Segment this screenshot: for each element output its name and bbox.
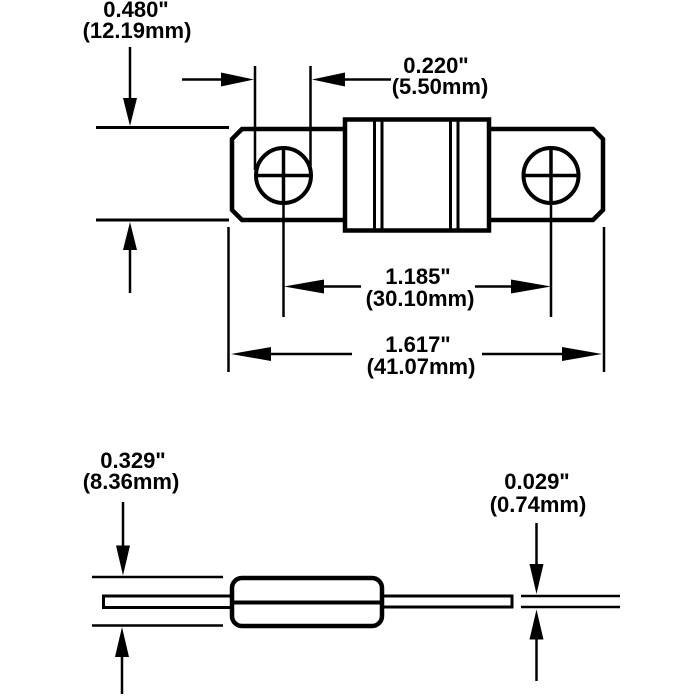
hole-dia-arrow-left-head (221, 72, 254, 87)
hole-spacing-value-mm: (30.10mm) (366, 286, 475, 311)
dim-hole-spacing: 1.185" (30.10mm) (282, 205, 553, 317)
hole-dia-value-in: 0.220" (403, 53, 468, 78)
fuse-body-outline (342, 117, 492, 233)
side-view: 0.329" (8.36mm) 0.029" (0.74mm) (83, 448, 620, 694)
hole-spacing-value-in: 1.185" (385, 264, 450, 289)
overall-length-arrow-left-head (231, 347, 271, 361)
lead-wire-left (102, 594, 236, 609)
body-dia-arrow-down-head (116, 545, 130, 576)
hole-dia-value-mm: (5.50mm) (392, 74, 489, 99)
top-view: 0.480" (12.19mm) 0.220" (5.50mm) 1.185" … (83, 0, 606, 379)
body-dia-arrow-up-head (115, 627, 129, 657)
tab-height-arrow-down-head (123, 98, 137, 126)
body-dia-value-in: 0.329" (100, 448, 165, 473)
hole-dia-arrow-right-head (312, 72, 345, 87)
dim-body-diameter: 0.329" (8.36mm) (83, 448, 223, 694)
dim-hole-diameter: 0.220" (5.50mm) (182, 53, 488, 99)
hole-spacing-arrow-left-head (284, 279, 324, 294)
dim-overall-length: 1.617" (41.07mm) (227, 227, 606, 379)
overall-length-value-mm: (41.07mm) (367, 354, 476, 379)
tab-height-value-mm: (12.19mm) (83, 18, 192, 43)
tab-height-arrow-up-head (123, 222, 137, 250)
body-dia-value-mm: (8.36mm) (83, 469, 180, 494)
lead-thickness-arrow-up-head (529, 609, 544, 640)
dim-tab-height: 0.480" (12.19mm) (83, 0, 229, 293)
lead-thickness-value-mm: (0.74mm) (490, 492, 587, 517)
lead-thickness-value-in: 0.029" (504, 469, 569, 494)
overall-length-value-in: 1.617" (385, 332, 450, 357)
hole-spacing-arrow-right-head (511, 279, 551, 294)
lead-thickness-arrow-down-head (529, 564, 544, 594)
overall-length-arrow-right-head (562, 347, 602, 361)
dim-lead-thickness: 0.029" (0.74mm) (490, 469, 587, 681)
tab-height-value-in: 0.480" (103, 0, 168, 22)
lead-wire-right (378, 594, 514, 609)
